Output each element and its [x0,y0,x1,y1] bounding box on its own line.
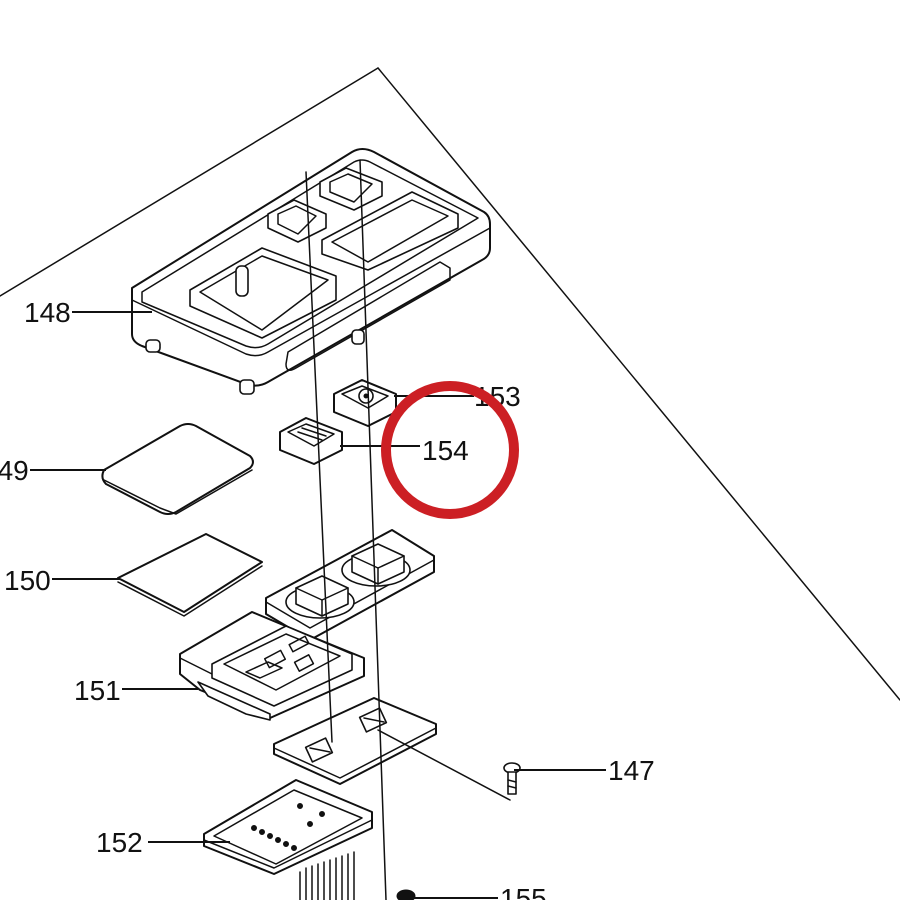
pcb-board [273,697,437,785]
callout-151: 151 [74,675,121,706]
part-154-button [279,417,343,465]
callout-149: 149 [0,455,29,486]
frame-lines [0,67,900,701]
callout-150: 150 [4,565,51,596]
part-150-sheet [117,533,263,617]
callout-154: 154 [422,435,469,466]
part-149-cover [101,423,254,515]
assembly-axis-lines [305,159,511,900]
part-147-screw [503,762,521,795]
highlight-circle [381,381,519,519]
callout-147: 147 [608,755,655,786]
callout-148: 148 [24,297,71,328]
switch-assembly [265,529,435,641]
leader-lines [30,311,606,899]
callout-152: 152 [96,827,143,858]
part-153-button [333,379,397,427]
part-151-frame [179,611,365,721]
part-152-connector [203,779,373,900]
part-155-screw [396,889,416,900]
callout-155: 155 [500,883,547,900]
